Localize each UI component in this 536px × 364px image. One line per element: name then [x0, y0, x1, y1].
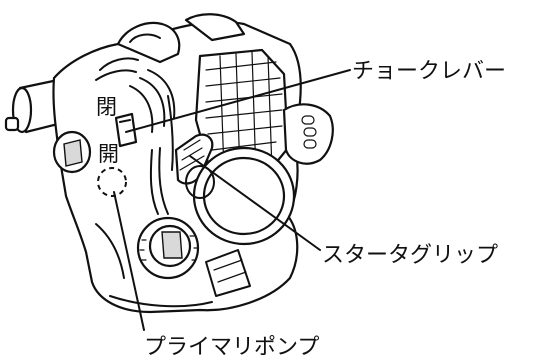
fuel-cap — [52, 130, 92, 174]
closed-label: 閉 — [96, 95, 117, 119]
leader-lines — [113, 69, 351, 331]
choke-lever-label: チョークレバー — [352, 59, 506, 84]
starter-grip-label: スタータグリップ — [322, 243, 498, 268]
starter-leader — [189, 155, 321, 251]
choke-leader — [125, 69, 351, 133]
fuel-tubes — [149, 95, 174, 215]
top-handle — [116, 13, 246, 64]
primer-pump-label: プライマリポンプ — [144, 335, 319, 360]
lower-housing — [95, 223, 251, 308]
open-label: 開 — [98, 142, 119, 166]
primer-leader — [113, 191, 145, 331]
cooling-grid — [194, 48, 290, 182]
side-bracket — [282, 103, 334, 165]
primer-pump-part — [97, 167, 127, 197]
choke-lever-part — [114, 112, 138, 148]
tank-knob — [136, 216, 200, 280]
engine-illustration — [4, 13, 334, 314]
